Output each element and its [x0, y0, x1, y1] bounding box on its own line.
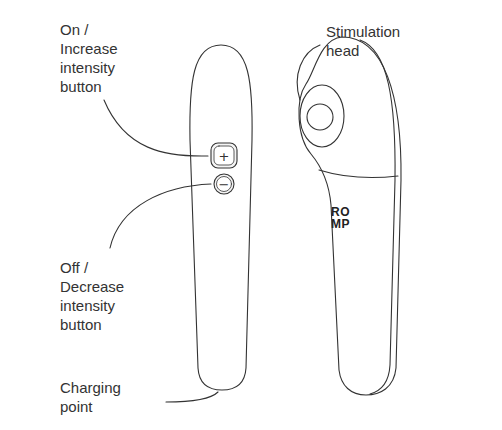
leader-line [104, 100, 208, 156]
leader-line [166, 392, 218, 402]
device-front [190, 45, 252, 390]
button-symbol: + [219, 149, 230, 162]
button-symbol: − [219, 178, 230, 191]
plus-button [211, 143, 237, 168]
callout-label: Off / Decrease intensity button [60, 258, 142, 334]
minus-button [214, 174, 234, 194]
plus-button-inner [214, 146, 234, 165]
brand-logo: RO MP [331, 206, 351, 230]
stimulation-cup [300, 85, 344, 147]
leader-line [297, 45, 320, 100]
device-back-edge [360, 40, 395, 394]
callout-label: On / Increase intensity button [60, 20, 142, 96]
minus-button-inner [217, 177, 232, 192]
device-side [299, 37, 401, 395]
stimulation-opening [307, 104, 333, 130]
body-seam [319, 170, 398, 178]
leader-line [110, 184, 211, 248]
callout-label: Stimulation head [326, 22, 426, 60]
callout-label: Charging point [60, 378, 142, 416]
